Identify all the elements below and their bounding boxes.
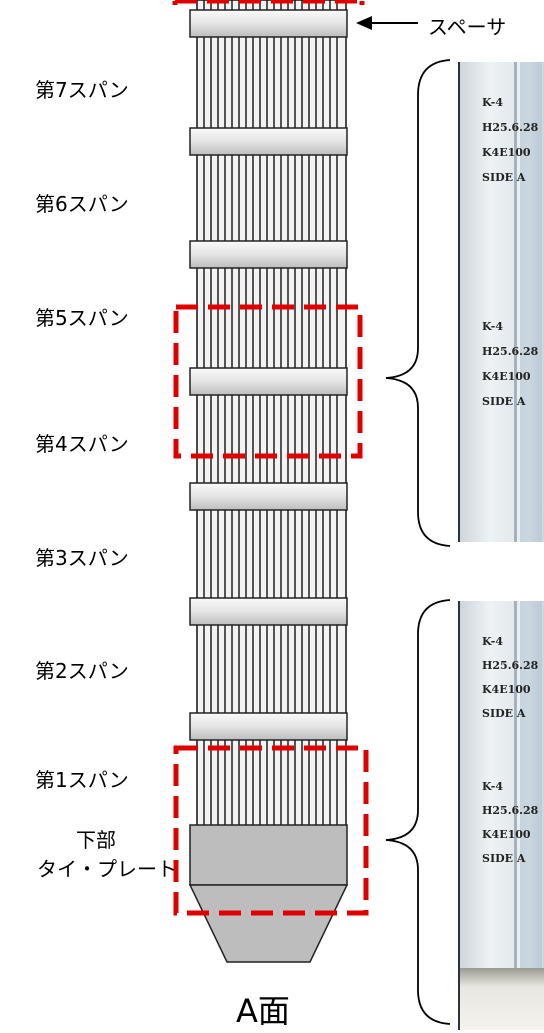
photo-2-side: SIDE A bbox=[482, 395, 526, 408]
face-label: A面 bbox=[236, 992, 290, 1030]
spacer-6 bbox=[189, 240, 348, 269]
photo-2-date: H25.6.28 bbox=[482, 345, 539, 358]
spacer-3 bbox=[189, 597, 348, 626]
inspection-photo-4: K-4 H25.6.28 K4E100 SIDE A bbox=[458, 758, 544, 1030]
photo-4-tie-plate-end bbox=[460, 968, 544, 1030]
spacer-5 bbox=[189, 367, 348, 396]
photo-1-side: SIDE A bbox=[482, 171, 526, 184]
photo-3-date: H25.6.28 bbox=[482, 659, 539, 672]
photo-4-date: H25.6.28 bbox=[482, 804, 539, 817]
inspection-photo-3: K-4 H25.6.28 K4E100 SIDE A bbox=[458, 601, 544, 764]
highlight-box-span-4-5 bbox=[173, 304, 363, 459]
photo-3-code: K4E100 bbox=[482, 683, 531, 696]
photo-4-side: SIDE A bbox=[482, 852, 526, 865]
tie-plate-label-line2: タイ・プレート bbox=[37, 857, 177, 881]
photo-4-code: K4E100 bbox=[482, 828, 531, 841]
bracket-upper bbox=[385, 59, 451, 547]
photo-1-code: K4E100 bbox=[482, 146, 531, 159]
spacer-2 bbox=[189, 712, 348, 741]
photo-3-side: SIDE A bbox=[482, 707, 526, 720]
span-3-label: 第3スパン bbox=[35, 546, 129, 570]
spacer-4 bbox=[189, 482, 348, 511]
photo-2-id: K-4 bbox=[482, 320, 503, 333]
highlight-box-top bbox=[172, 0, 365, 5]
spacer-arrow bbox=[356, 16, 418, 30]
inspection-photo-2: K-4 H25.6.28 K4E100 SIDE A bbox=[458, 294, 544, 542]
spacer-label: スペーサ bbox=[428, 15, 507, 39]
photo-3-id: K-4 bbox=[482, 635, 503, 648]
spacer-7 bbox=[189, 127, 348, 156]
lower-tie-plate bbox=[188, 824, 349, 963]
span-4-label: 第4スパン bbox=[35, 432, 129, 456]
span-7-label: 第7スパン bbox=[35, 78, 129, 102]
spacers bbox=[189, 9, 348, 741]
photo-1-date: H25.6.28 bbox=[482, 121, 539, 134]
highlight-box-span-1-tie-plate bbox=[173, 745, 369, 916]
bracket-lower bbox=[385, 599, 451, 1025]
span-5-label: 第5スパン bbox=[35, 306, 129, 330]
photo-4-id: K-4 bbox=[482, 780, 503, 793]
photo-2-code: K4E100 bbox=[482, 370, 531, 383]
spacer-8 bbox=[189, 9, 348, 38]
photo-1-id: K-4 bbox=[482, 96, 503, 109]
tie-plate-label-line1: 下部 bbox=[76, 828, 116, 852]
inspection-photo-1: K-4 H25.6.28 K4E100 SIDE A bbox=[458, 62, 544, 302]
span-1-label: 第1スパン bbox=[35, 768, 129, 792]
span-2-label: 第2スパン bbox=[35, 659, 129, 683]
fuel-rod-bundle bbox=[196, 0, 347, 831]
span-6-label: 第6スパン bbox=[35, 192, 129, 216]
